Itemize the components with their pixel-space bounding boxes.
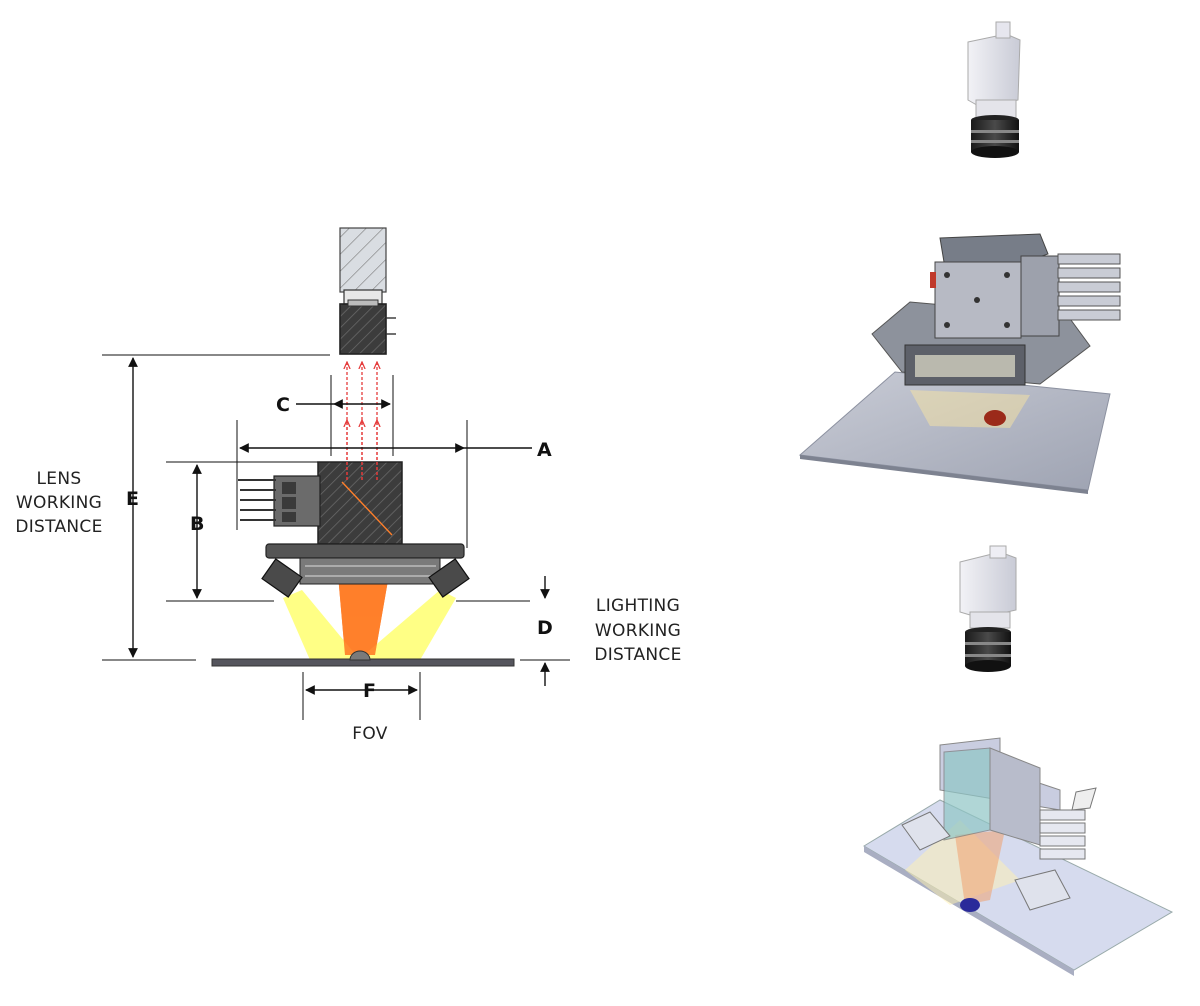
camera-render-bottom bbox=[959, 545, 1017, 672]
schematic-diagram: A B C D E F LENS WORKING DISTANCE LIGHTI… bbox=[15, 227, 681, 744]
camera-assembly bbox=[339, 227, 396, 355]
svg-text:WORKING: WORKING bbox=[595, 621, 681, 641]
label-d: D bbox=[537, 617, 553, 639]
svg-text:DISTANCE: DISTANCE bbox=[594, 645, 681, 665]
svg-text:LIGHTING: LIGHTING bbox=[596, 596, 680, 616]
assembly-render-cutaway bbox=[863, 737, 1174, 976]
label-c: C bbox=[276, 394, 290, 416]
label-b: B bbox=[190, 513, 204, 535]
svg-text:WORKING: WORKING bbox=[16, 493, 102, 513]
svg-text:DISTANCE: DISTANCE bbox=[15, 517, 102, 537]
label-a: A bbox=[537, 439, 552, 461]
assembly-render-front bbox=[798, 233, 1121, 494]
label-f: F bbox=[363, 680, 376, 702]
lens-working-distance-label: LENS WORKING DISTANCE bbox=[15, 469, 102, 537]
light-cone-left bbox=[283, 590, 360, 660]
svg-text:LENS: LENS bbox=[37, 469, 82, 489]
extension-lines bbox=[102, 354, 570, 720]
label-e: E bbox=[126, 488, 139, 510]
lighting-housing bbox=[238, 461, 470, 598]
light-cone-right bbox=[358, 590, 456, 660]
target-part bbox=[349, 650, 371, 661]
dimension-arrows bbox=[128, 357, 550, 695]
lighting-working-distance-label: LIGHTING WORKING DISTANCE bbox=[594, 596, 681, 665]
fov-label: FOV bbox=[352, 724, 387, 744]
camera-render-top bbox=[967, 21, 1021, 158]
